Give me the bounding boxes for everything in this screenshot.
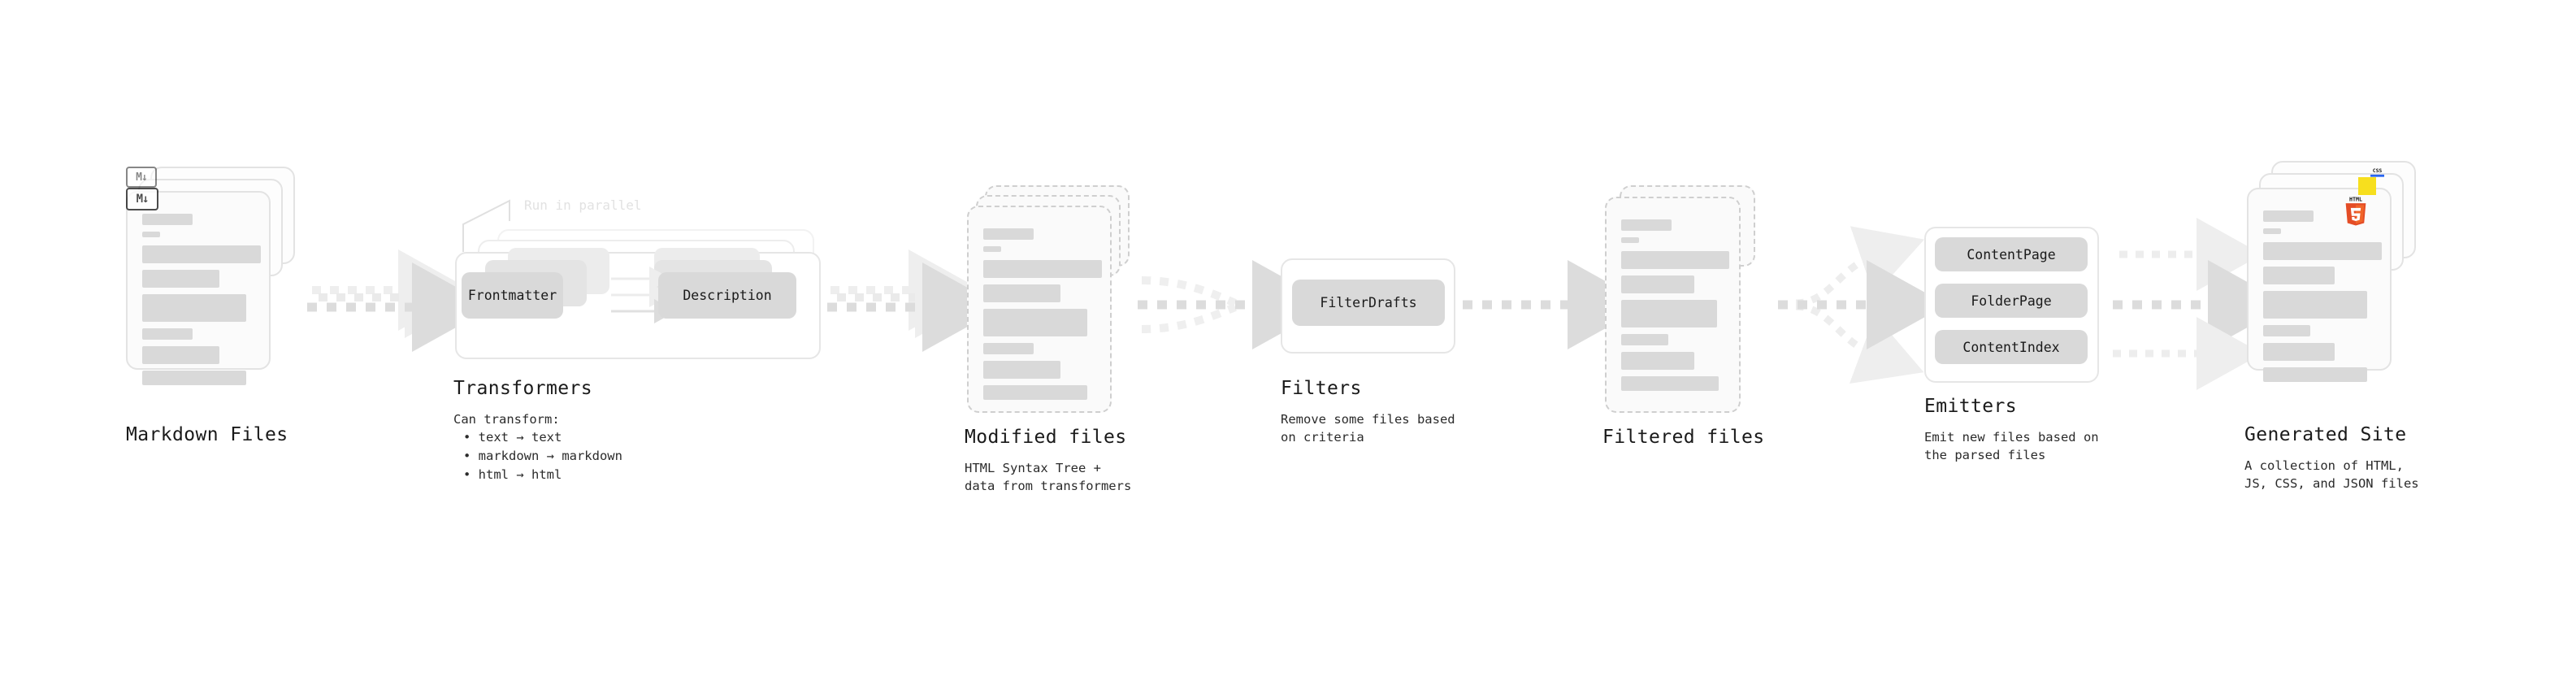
filtered-file-front bbox=[1605, 197, 1741, 413]
emitter-chip-folderpage[interactable]: FolderPage bbox=[1935, 284, 2088, 318]
emitters-title: Emitters bbox=[1924, 396, 2017, 417]
skeleton-bar bbox=[1621, 334, 1668, 345]
markdown-icon-mid: M↓ bbox=[126, 188, 158, 210]
connector-modified-to-filters bbox=[1138, 260, 1333, 349]
skeleton-bar bbox=[1621, 275, 1694, 293]
transformer-chip-frontmatter[interactable]: Frontmatter bbox=[462, 272, 563, 319]
modified-files-subtitle: HTML Syntax Tree + data from transformer… bbox=[965, 461, 1132, 494]
svg-text:HTML: HTML bbox=[2349, 197, 2362, 203]
skeleton-bar bbox=[2263, 325, 2310, 336]
skeleton-bar bbox=[2263, 291, 2367, 319]
modified-files-title: Modified files bbox=[965, 427, 1127, 448]
markdown-file-front bbox=[126, 191, 271, 385]
skeleton-bar bbox=[1621, 300, 1717, 327]
skeleton-bar bbox=[983, 385, 1087, 400]
skeleton-bar bbox=[983, 228, 1034, 240]
markdown-files-title: Markdown Files bbox=[126, 424, 288, 445]
connector-emitters-to-site bbox=[2113, 218, 2288, 390]
filters-title: Filters bbox=[1281, 378, 1362, 399]
skeleton-bar bbox=[2263, 343, 2335, 361]
skeleton-bar bbox=[1621, 237, 1639, 243]
generated-site-subtitle: A collection of HTML, JS, CSS, and JSON … bbox=[2244, 458, 2419, 492]
connector-filtered-to-emitters bbox=[1778, 226, 1947, 384]
emitters-subtitle: Emit new files based on the parsed files bbox=[1924, 430, 2099, 463]
skeleton-bar bbox=[2263, 267, 2335, 284]
modified-file-skeleton bbox=[983, 228, 1102, 406]
modified-file-front bbox=[967, 206, 1112, 413]
transformers-title: Transformers bbox=[453, 378, 592, 399]
filtered-files-title: Filtered files bbox=[1602, 427, 1765, 448]
generated-file-skeleton bbox=[2263, 210, 2382, 388]
transformers-subtitle: Can transform: bbox=[453, 412, 560, 427]
filtered-file-skeleton bbox=[1621, 219, 1729, 397]
generated-site-title: Generated Site bbox=[2244, 424, 2407, 445]
emitter-chip-contentindex[interactable]: ContentIndex bbox=[1935, 330, 2088, 364]
connector-transformers-to-modified bbox=[827, 249, 1003, 352]
skeleton-bar bbox=[142, 270, 219, 288]
skeleton-bar bbox=[142, 371, 246, 385]
html5-icon: HTML bbox=[2345, 197, 2366, 226]
markdown-files-stack: M↓ M↓ M↓ bbox=[126, 167, 295, 385]
skeleton-bar bbox=[2263, 367, 2367, 382]
transformers-bullet-1: • markdown → markdown bbox=[463, 449, 622, 463]
filter-chip-filterdrafts[interactable]: FilterDrafts bbox=[1292, 280, 1445, 326]
svg-text:CSS: CSS bbox=[2373, 167, 2383, 174]
skeleton-bar bbox=[983, 284, 1060, 302]
skeleton-bar bbox=[983, 343, 1034, 354]
js-icon bbox=[2358, 177, 2376, 195]
skeleton-bar bbox=[2263, 242, 2382, 260]
skeleton-bar bbox=[142, 294, 246, 322]
filters-subtitle: Remove some files based on criteria bbox=[1281, 412, 1455, 445]
skeleton-bar bbox=[142, 245, 261, 263]
css3-icon: CSS bbox=[2370, 167, 2384, 177]
skeleton-bar bbox=[1621, 376, 1719, 391]
transformers-bullet-2: • html → html bbox=[463, 467, 562, 482]
generated-file-html bbox=[2247, 188, 2392, 382]
transformer-inner-arrows bbox=[611, 267, 676, 323]
skeleton-bar bbox=[1621, 352, 1694, 370]
skeleton-bar bbox=[983, 309, 1087, 336]
emitter-chip-contentpage[interactable]: ContentPage bbox=[1935, 237, 2088, 271]
transformer-chip-description[interactable]: Description bbox=[658, 272, 796, 319]
run-in-parallel-bracket bbox=[462, 199, 510, 252]
skeleton-bar bbox=[1621, 219, 1672, 231]
skeleton-bar bbox=[983, 246, 1001, 252]
markdown-icon-back: M↓ bbox=[126, 167, 157, 188]
skeleton-bar bbox=[2263, 210, 2314, 222]
markdown-file-skeleton bbox=[142, 214, 261, 392]
skeleton-bar bbox=[142, 328, 193, 340]
skeleton-bar bbox=[142, 232, 160, 237]
skeleton-bar bbox=[2263, 228, 2281, 234]
skeleton-bar bbox=[983, 260, 1102, 278]
skeleton-bar bbox=[142, 346, 219, 364]
skeleton-bar bbox=[142, 214, 193, 225]
connector-md-to-transformers bbox=[307, 249, 492, 352]
skeleton-bar bbox=[983, 361, 1060, 379]
transformers-bullet-0: • text → text bbox=[463, 430, 562, 445]
run-in-parallel-label: Run in parallel bbox=[524, 197, 642, 213]
skeleton-bar bbox=[1621, 251, 1729, 269]
